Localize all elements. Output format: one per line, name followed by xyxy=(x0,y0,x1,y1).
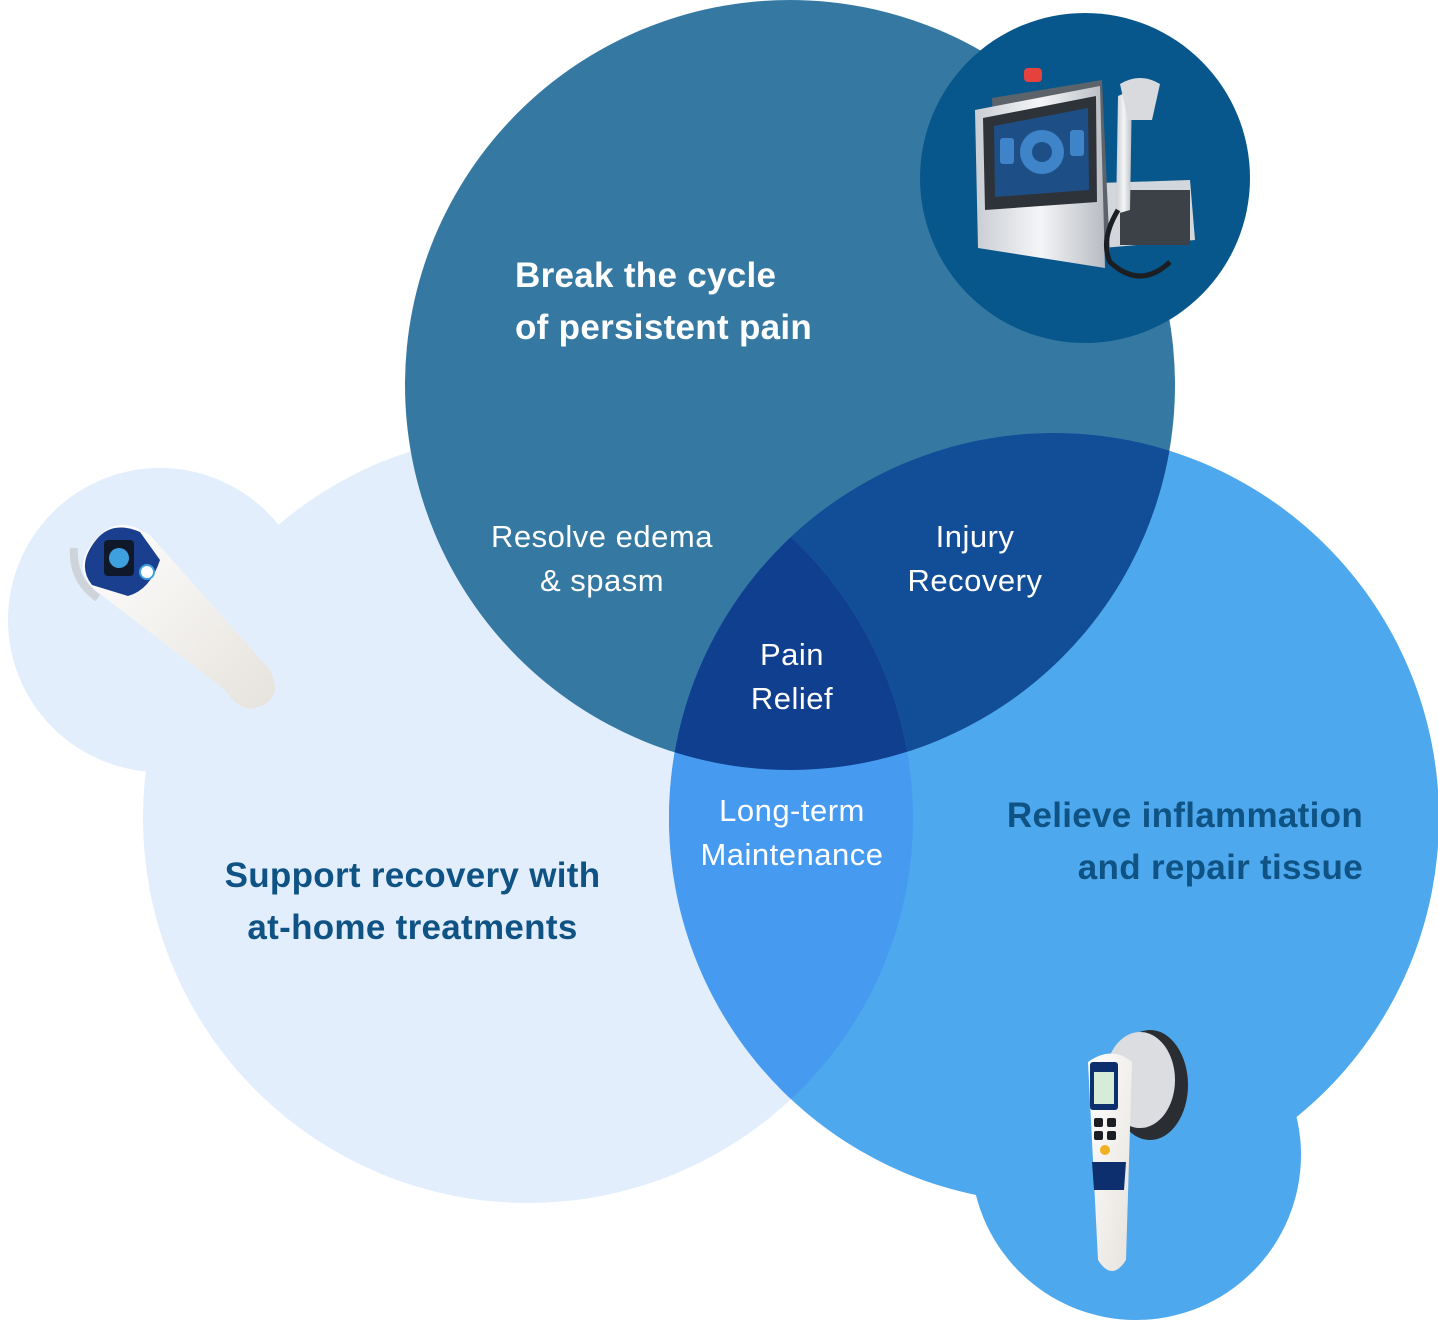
left-heading-line1: Support recovery with xyxy=(224,856,601,895)
right-heading: Relieve inflammation and repair tissue xyxy=(940,790,1363,894)
overlap-top-right-line1: Injury xyxy=(935,519,1015,554)
overlap-top-left-label: Resolve edema & spasm xyxy=(462,515,742,603)
left-heading: Support recovery with at-home treatments xyxy=(160,850,665,954)
overlap-top-right-label: Injury Recovery xyxy=(855,515,1095,603)
overlap-left-right-label: Long-term Maintenance xyxy=(672,789,912,877)
overlap-center-line2: Relief xyxy=(750,681,834,716)
top-heading-line1: Break the cycle xyxy=(515,256,777,295)
right-heading-line2: and repair tissue xyxy=(1077,848,1363,887)
overlap-center-line1: Pain xyxy=(759,637,825,672)
overlap-top-left-line1: Resolve edema xyxy=(491,519,713,554)
left-heading-line2: at-home treatments xyxy=(247,908,578,947)
overlap-left-right-line1: Long-term xyxy=(719,793,865,828)
handheld-pro-laser-device-icon xyxy=(1088,1030,1188,1271)
desktop-laser-therapy-unit-icon xyxy=(975,68,1195,279)
top-heading-line2: of persistent pain xyxy=(515,308,813,347)
right-heading-line1: Relieve inflammation xyxy=(1006,796,1363,835)
overlap-top-right-line2: Recovery xyxy=(907,563,1043,598)
overlap-top-left-line2: & spasm xyxy=(539,563,665,598)
overlap-top-right xyxy=(669,433,1175,770)
handheld-home-laser-device-icon xyxy=(69,525,275,709)
top-heading: Break the cycle of persistent pain xyxy=(515,250,812,354)
overlap-center-label: Pain Relief xyxy=(692,633,892,721)
overlap-left-right-line2: Maintenance xyxy=(700,837,884,872)
